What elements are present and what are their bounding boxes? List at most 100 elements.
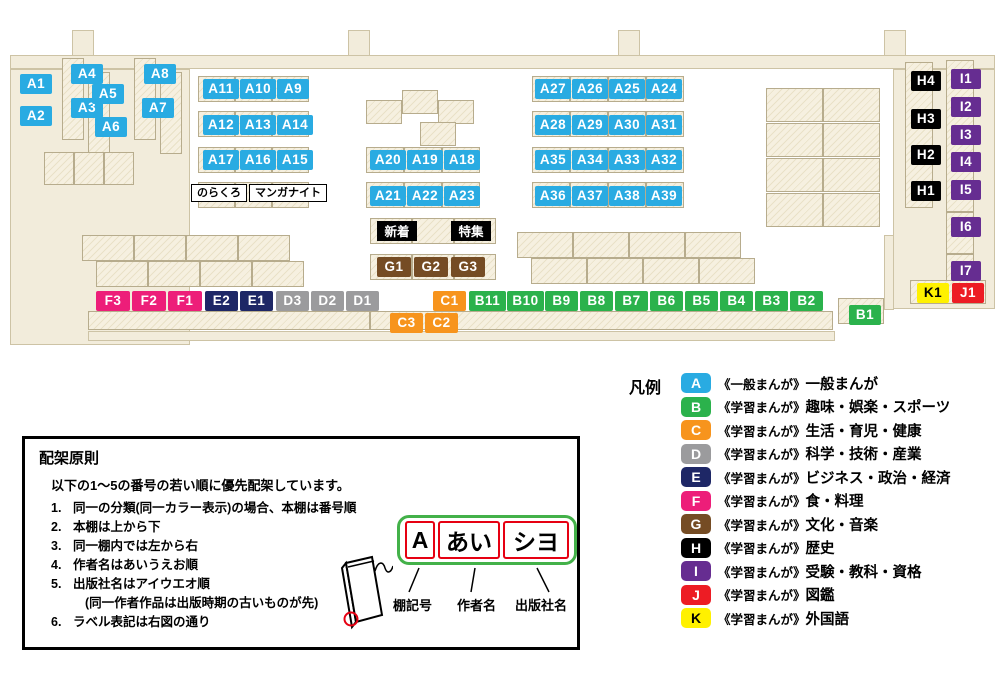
principle-text: ラベル表記は右図の通り (73, 615, 211, 629)
principle-text: 出版社名はアイウエオ順 (73, 577, 210, 591)
shelf-label-A34: A34 (572, 150, 608, 170)
principles-title: 配架原則 (39, 450, 100, 467)
shelf-label-A30: A30 (609, 115, 645, 135)
principle-item-3: 3. 同一棚内では左から右 (51, 537, 356, 556)
shelf-label-A22: A22 (407, 186, 443, 206)
shelf-label-B7: B7 (615, 291, 648, 311)
shelf-label-E1: E1 (240, 291, 273, 311)
shelf-label-B6: B6 (650, 291, 683, 311)
principle-item-5: 5. 出版社名はアイウエオ順 (51, 575, 356, 594)
bookshelf (82, 235, 134, 261)
wall-block (88, 331, 835, 341)
shelf-label-A25: A25 (609, 79, 645, 99)
shelf-label-B3: B3 (755, 291, 788, 311)
shelf-label-A28: A28 (535, 115, 571, 135)
shelf-label-H1: H1 (911, 181, 941, 201)
shelf-label-F2: F2 (132, 291, 166, 311)
principles-intro: 以下の1〜5の番号の若い順に優先配架しています。 (51, 478, 350, 493)
map-note: マンガナイト (249, 184, 327, 202)
bookshelf (823, 88, 880, 122)
shelf-label-A36: A36 (535, 186, 571, 206)
legend-prefix: 《学習まんが》 (718, 518, 806, 533)
legend-key-I: I (681, 561, 711, 581)
principle-number: 5. (51, 577, 62, 591)
bookshelf (685, 232, 741, 258)
shelf-label-D1: D1 (346, 291, 379, 311)
legend-key-H: H (681, 537, 711, 558)
legend-prefix: 《学習まんが》 (718, 495, 806, 509)
bookshelf (823, 193, 880, 227)
bookshelf (766, 123, 823, 157)
bookshelf (104, 152, 134, 185)
map-note: 新着 (377, 221, 417, 241)
shelf-label-I6: I6 (951, 217, 981, 237)
shelf-label-I4: I4 (951, 152, 981, 172)
shelf-label-A20: A20 (370, 150, 406, 170)
principle-number: 3. (51, 539, 62, 553)
wall-block (618, 30, 640, 56)
bookshelf (412, 218, 454, 244)
bookshelf (587, 258, 643, 284)
shelf-label-A14: A14 (277, 115, 313, 135)
shelf-label-J1: J1 (952, 283, 984, 303)
principle-subnote: (同一作者作品は出版時期の古いものが先) (85, 596, 319, 610)
principle-number: 6. (51, 615, 62, 629)
shelf-label-E2: E2 (205, 291, 238, 311)
shelf-label-A37: A37 (572, 186, 608, 206)
shelf-label-A19: A19 (407, 150, 443, 170)
shelf-label-B9: B9 (545, 291, 578, 311)
principles-panel: 配架原則 以下の1〜5の番号の若い順に優先配架しています。 1.同一の分類(同一… (22, 436, 580, 650)
shelf-label-A35: A35 (535, 150, 571, 170)
legend-key-C: C (681, 420, 711, 440)
shelf-label-C3: C3 (390, 313, 423, 333)
legend-item-J: J《学習まんが》図鑑 (681, 584, 997, 605)
shelf-label-D2: D2 (311, 291, 344, 311)
shelf-label-A6: A6 (95, 117, 127, 137)
legend-title: 凡例 (629, 380, 662, 397)
legend-key-K: K (681, 608, 711, 628)
bookshelf (370, 311, 833, 330)
label-author-name: あい (438, 521, 500, 559)
legend-key-J: J (681, 584, 711, 605)
legend-category-label: 外国語 (805, 611, 850, 628)
shelf-label-A10: A10 (240, 79, 276, 99)
bookshelf (766, 193, 823, 227)
bookshelf (44, 152, 74, 185)
bookshelf (402, 90, 438, 114)
shelf-label-F3: F3 (96, 291, 130, 311)
bookshelf (823, 158, 880, 192)
shelf-label-A16: A16 (240, 150, 276, 170)
shelf-label-A7: A7 (142, 98, 174, 118)
legend-category-label: ビジネス・政治・経済 (805, 470, 951, 487)
wall-block (884, 30, 906, 56)
legend-item-A: A《一般まんが》一般まんが (681, 373, 997, 393)
shelf-label-I1: I1 (951, 69, 981, 89)
shelf-label-C2: C2 (425, 313, 458, 333)
bookshelf (438, 100, 474, 124)
legend-category-label: 生活・育児・健康 (805, 423, 922, 440)
legend-prefix: 《学習まんが》 (718, 471, 806, 486)
legend-prefix: 《一般まんが》 (718, 377, 806, 392)
legend-prefix: 《学習まんが》 (718, 565, 806, 580)
principle-text: 同一棚内では左から右 (73, 539, 199, 553)
principle-item-6: 6. ラベル表記は右図の通り (51, 613, 356, 632)
legend-category-label: 図鑑 (805, 588, 835, 604)
wall-block (10, 55, 995, 69)
legend-category-label: 受験・教科・資格 (805, 564, 922, 581)
principle-number: 4. (51, 558, 62, 572)
legend-prefix: 《学習まんが》 (718, 542, 806, 556)
book-icon (340, 555, 393, 630)
shelf-label-K1: K1 (917, 283, 949, 303)
shelf-label-G2: G2 (414, 257, 448, 277)
bookshelf (186, 235, 238, 261)
principle-item-2: 2.本棚は上から下 (51, 518, 356, 537)
shelf-label-I3: I3 (951, 125, 981, 145)
shelf-label-A15: A15 (277, 150, 313, 170)
shelf-label-B10: B10 (507, 291, 544, 311)
shelf-label-A31: A31 (646, 115, 682, 135)
shelf-label-A4: A4 (71, 64, 103, 84)
legend-item-I: I 《学習まんが》受験・教科・資格 (681, 561, 997, 581)
